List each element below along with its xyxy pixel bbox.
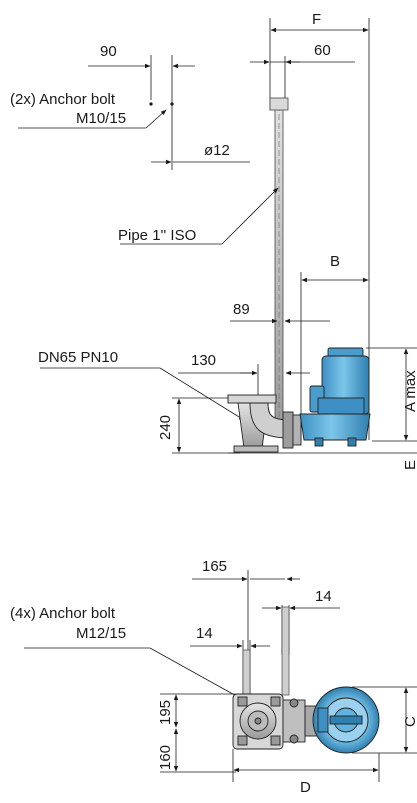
dim-165-label: 165 bbox=[202, 558, 227, 575]
dim-a-max: A max bbox=[366, 347, 417, 442]
dim-90-label: 90 bbox=[100, 43, 117, 60]
anchor-bolt-4x-callout: (4x) Anchor bolt M12/15 bbox=[10, 605, 241, 699]
guide-pipes-plan bbox=[242, 606, 290, 696]
dim-60: 60 bbox=[250, 42, 355, 105]
dim-c-label: C bbox=[402, 716, 417, 727]
dim-b-label: B bbox=[330, 253, 340, 270]
dim-a-max-label: A max bbox=[402, 370, 417, 412]
pump-side-view bbox=[299, 347, 371, 447]
dim-diameter-12-label: ø12 bbox=[204, 142, 230, 159]
dim-14-left-label: 14 bbox=[196, 625, 213, 642]
anchor-bolt-2x-label: (2x) Anchor bolt bbox=[10, 91, 116, 108]
dim-f-label: F bbox=[312, 11, 321, 28]
discharge-base-side bbox=[227, 394, 302, 453]
dim-195: 195 bbox=[157, 693, 236, 773]
flange-callout: DN65 PN10 bbox=[38, 349, 245, 421]
anchor-bolt-4x-label: (4x) Anchor bolt bbox=[10, 605, 116, 622]
dim-89: 89 bbox=[230, 301, 330, 324]
dim-14-top-label: 14 bbox=[315, 588, 332, 605]
dim-b: B bbox=[300, 253, 369, 440]
dim-14-top: 14 bbox=[262, 588, 340, 655]
pump-plan-view bbox=[312, 686, 380, 754]
base-plate-plan bbox=[232, 693, 284, 750]
dim-diameter-12: ø12 bbox=[151, 142, 250, 165]
dim-240: 240 bbox=[157, 397, 240, 454]
dim-240-label: 240 bbox=[157, 415, 174, 440]
pipe-callout: Pipe 1'' ISO bbox=[118, 187, 279, 245]
dim-160: 160 bbox=[157, 728, 179, 772]
dim-90: 90 bbox=[88, 43, 195, 170]
guide-pipe bbox=[269, 97, 289, 436]
anchor-bolt-dot-left bbox=[149, 102, 153, 106]
dim-d-label: D bbox=[300, 779, 311, 796]
dim-c: C bbox=[352, 686, 417, 754]
pipe-label: Pipe 1'' ISO bbox=[118, 227, 196, 244]
dim-14-left: 14 bbox=[190, 625, 270, 700]
anchor-bolt-2x-callout: (2x) Anchor bolt M10/15 bbox=[10, 91, 174, 129]
dim-195-label: 195 bbox=[157, 700, 174, 725]
dim-89-label: 89 bbox=[233, 301, 250, 318]
anchor-bolt-4x-size: M12/15 bbox=[76, 625, 126, 642]
anchor-bolt-2x-size: M10/15 bbox=[76, 110, 126, 127]
dim-130-label: 130 bbox=[191, 352, 216, 369]
dim-160-label: 160 bbox=[157, 745, 174, 770]
anchor-bolt-dot-right bbox=[170, 102, 174, 106]
dim-d: D bbox=[232, 749, 380, 796]
dim-60-label: 60 bbox=[314, 42, 331, 59]
flange-label: DN65 PN10 bbox=[38, 349, 118, 366]
dim-e-label: E bbox=[402, 460, 417, 470]
dim-e: E bbox=[402, 460, 417, 470]
